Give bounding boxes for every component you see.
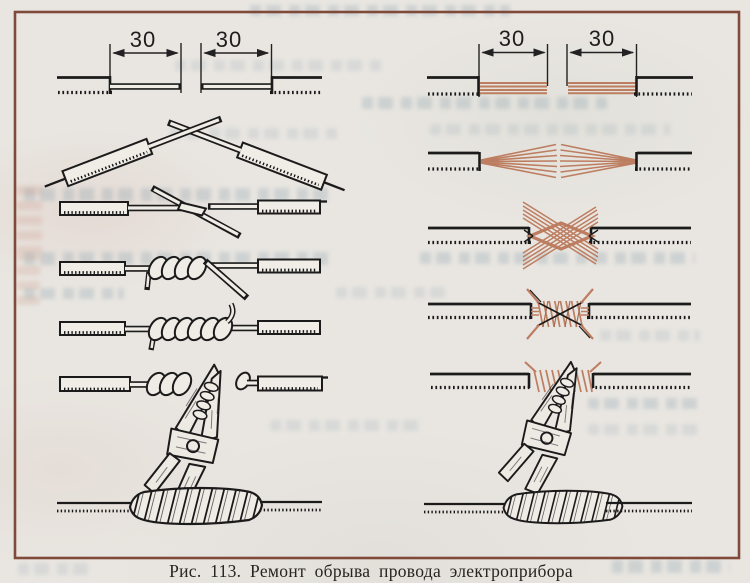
figure-caption: Рис. 113. Ремонт обрыва провода электроп… [169, 561, 573, 581]
copper-strands [568, 82, 636, 95]
crossing-strands [522, 206, 599, 270]
insulated-end [59, 261, 126, 276]
solid-step-partial-twist [59, 255, 321, 301]
dimension-label: 30 [589, 26, 615, 51]
solid-step-full-twist [59, 302, 321, 351]
fanned-strands [480, 143, 558, 179]
dimension-30-solid-left: 30 [109, 27, 182, 93]
solid-step-single-twist [59, 185, 327, 239]
insulated-end [59, 321, 126, 336]
dimension-30-stranded-left: 30 [478, 26, 549, 97]
stranded-step-stripped-ends: 30 30 [427, 26, 693, 97]
solid-wire-column: 30 30 [44, 27, 345, 526]
dimension-label: 30 [130, 27, 156, 52]
solid-step-crossed [44, 115, 345, 192]
figure-frame [13, 10, 741, 560]
insulated-end [235, 141, 329, 192]
fanned-strands [559, 143, 637, 179]
insulated-end [257, 375, 323, 392]
stranded-step-taped-joint [424, 489, 692, 525]
stranded-step-interleaved [428, 201, 691, 270]
insulated-end [61, 137, 154, 188]
dimension-30-stranded-right: 30 [566, 26, 638, 97]
stranded-step-pliers [430, 351, 691, 499]
dimension-label: 30 [216, 27, 242, 52]
solid-step-stripped-ends: 30 30 [57, 27, 322, 95]
stray-strand-ends [526, 288, 594, 340]
dimension-label: 30 [499, 26, 525, 51]
stranded-step-twisted [428, 288, 691, 340]
strand-diamond [525, 221, 597, 251]
insulating-tape-icon [130, 486, 262, 526]
solid-step-pliers [59, 354, 328, 510]
stranded-step-fanned [428, 143, 692, 179]
twist-knot [176, 201, 208, 217]
stranded-wire-column: 30 30 [424, 26, 693, 525]
copper-strands [480, 82, 547, 95]
insulating-tape-icon [504, 489, 623, 525]
dimension-30-solid-right: 30 [200, 27, 273, 93]
solid-step-taped-joint [57, 486, 322, 526]
